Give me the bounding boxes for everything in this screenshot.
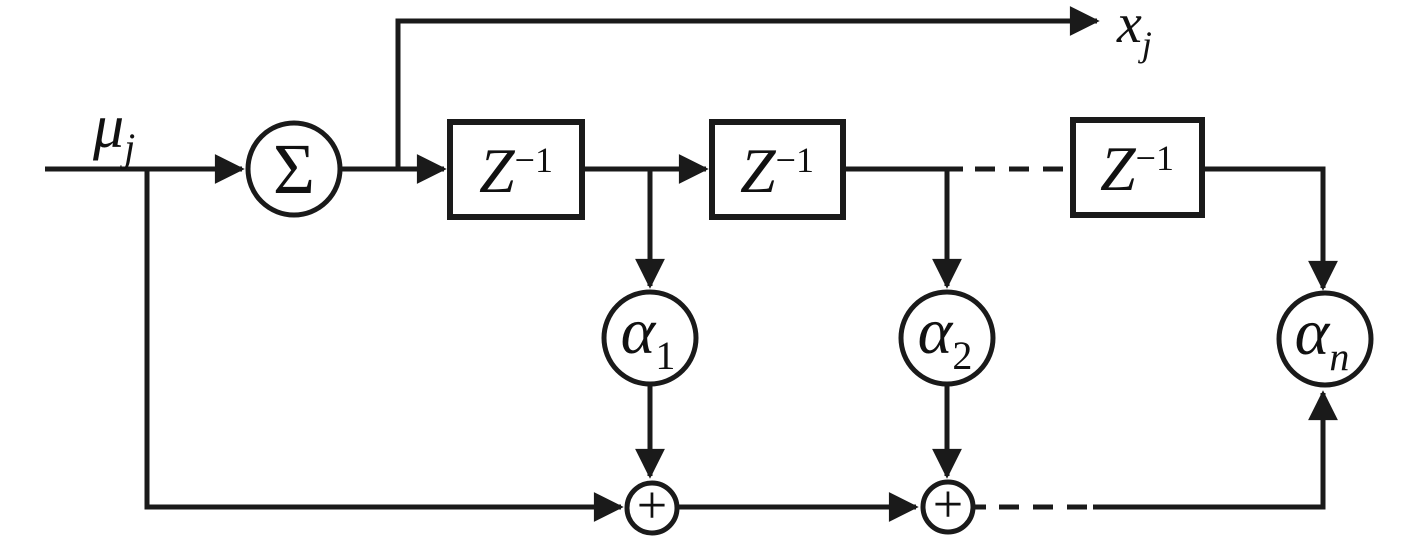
output-tap-line [395,6,1100,169]
gain-n-node [1276,290,1374,388]
delay2-label: Z−1 [740,135,814,206]
delay-block-3 [1070,117,1205,218]
adder2-node [920,479,976,535]
delay3-label: Z−1 [1100,133,1174,204]
input-label: μj [92,93,135,170]
delay1-label: Z−1 [479,135,553,206]
gain-n-label: αn [1295,296,1350,379]
adder1-node [624,480,680,536]
adder2-symbol: + [933,474,963,534]
gain2-label: α2 [918,295,973,378]
output-label: xj [1116,0,1152,64]
bottom-to-gain-n-line [1093,390,1338,510]
gain1-label: α1 [621,295,676,378]
adder1-symbol: + [637,475,667,535]
delay-block-2 [709,119,846,220]
delay3-output-line [1202,166,1338,291]
sum-node [245,120,343,218]
input-feedforward-line [144,169,624,522]
gain1-node [601,289,699,387]
gain2-node [898,289,996,387]
sum-symbol: Σ [273,129,315,209]
delay-block-1 [447,119,585,220]
